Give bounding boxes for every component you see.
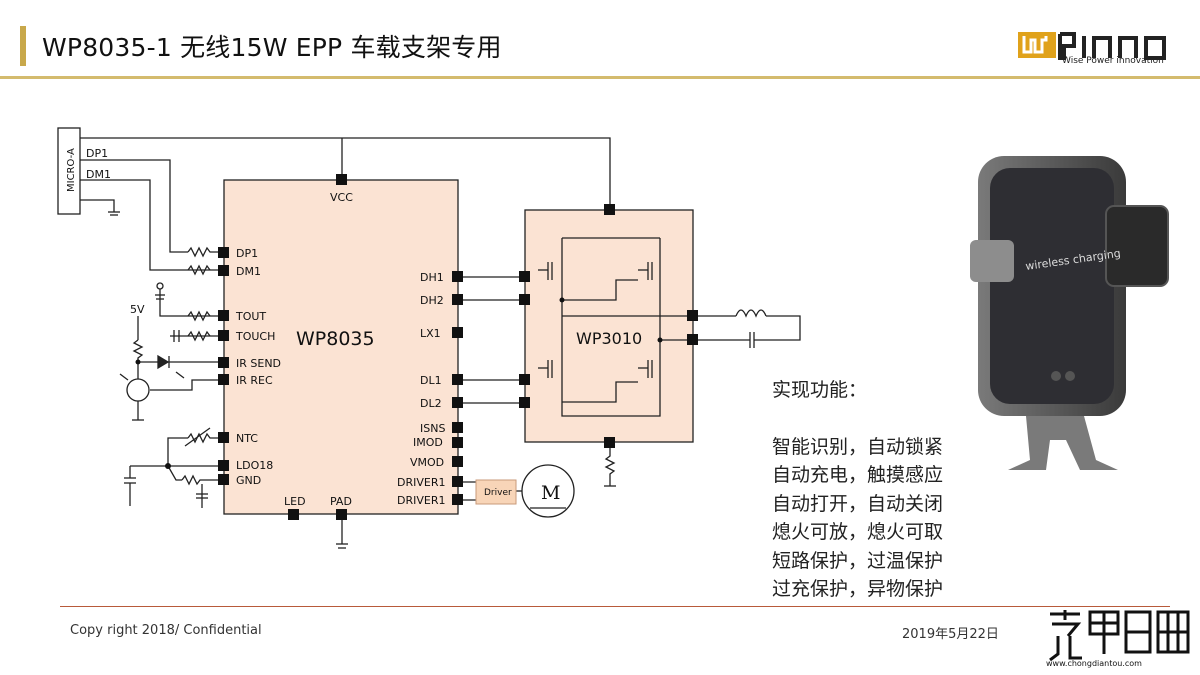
pin-dp1: DP1 <box>236 247 258 260</box>
feature-line: 短路保护，过温保护 <box>772 549 944 572</box>
wpinno-logo <box>1018 32 1166 60</box>
pin-pad: PAD <box>330 495 352 508</box>
feature-line: 熄火可放，熄火可取 <box>772 521 944 543</box>
supply-label: 5V <box>130 303 145 316</box>
footer-divider <box>60 606 1170 607</box>
pin-imod: IMOD <box>413 436 443 449</box>
wp3010-label: WP3010 <box>576 329 642 348</box>
connector-label: MICRO-A <box>66 148 77 192</box>
chongdiantou-watermark: www.chongdiantou.com <box>1046 610 1190 668</box>
slide-title: WP8035-1 无线15W EPP 车载支架专用 <box>42 33 502 62</box>
pin-driver1-b: DRIVER1 <box>397 494 445 507</box>
wp8035-ic <box>223 179 459 515</box>
pin-lx1: LX1 <box>420 327 441 340</box>
pin-vmod: VMOD <box>410 456 444 469</box>
pin-led: LED <box>284 495 306 508</box>
pin-isns: ISNS <box>420 422 445 435</box>
connector-pin-dp1: DP1 <box>86 147 108 160</box>
motor-symbol <box>521 464 575 518</box>
pin-dh2: DH2 <box>420 294 444 307</box>
pin-driver1-a: DRIVER1 <box>397 476 445 489</box>
pin-tout: TOUT <box>235 310 266 323</box>
pin-dh1: DH1 <box>420 271 444 284</box>
feature-line: 自动充电，触摸感应 <box>772 464 944 486</box>
micro-a-connector <box>57 127 81 215</box>
slide-date: 2019年5月22日 <box>902 627 999 642</box>
pin-ldo18: LDO18 <box>236 459 273 472</box>
driver-label: Driver <box>484 488 512 498</box>
logo-tagline: Wise Power innovation <box>1062 56 1164 66</box>
motor-label: M <box>541 482 560 504</box>
pin-ir-send: IR SEND <box>236 357 281 370</box>
feature-title: 实现功能： <box>772 379 868 401</box>
feature-line: 智能识别，自动锁紧 <box>772 435 944 458</box>
wp3010-ic <box>524 209 694 443</box>
pin-dm1: DM1 <box>236 265 261 278</box>
car-holder-image: wireless charging <box>970 156 1169 470</box>
feature-line: 自动打开，自动关闭 <box>772 492 944 515</box>
pin-ntc: NTC <box>236 432 258 445</box>
title-accent-bar <box>20 26 26 66</box>
wp8035-label: WP8035 <box>296 328 375 350</box>
pin-gnd: GND <box>236 474 261 487</box>
pin-dl1: DL1 <box>420 374 442 387</box>
feature-line: 过充保护，异物保护 <box>772 578 944 600</box>
pin-dl2: DL2 <box>420 397 442 410</box>
feature-list: 实现功能： 智能识别，自动锁紧 自动充电，触摸感应 自动打开，自动关闭 熄火可放… <box>772 376 943 604</box>
connector-pin-dm1: DM1 <box>86 168 111 181</box>
pin-touch: TOUCH <box>235 330 275 343</box>
pin-ir-rec: IR REC <box>236 374 273 387</box>
svg-text:www.chongdiantou.com: www.chongdiantou.com <box>1046 659 1142 668</box>
title-divider <box>0 76 1200 79</box>
driver-block <box>475 479 517 505</box>
pin-vcc: VCC <box>330 191 353 204</box>
copyright-text: Copy right 2018/ Confidential <box>70 623 262 638</box>
